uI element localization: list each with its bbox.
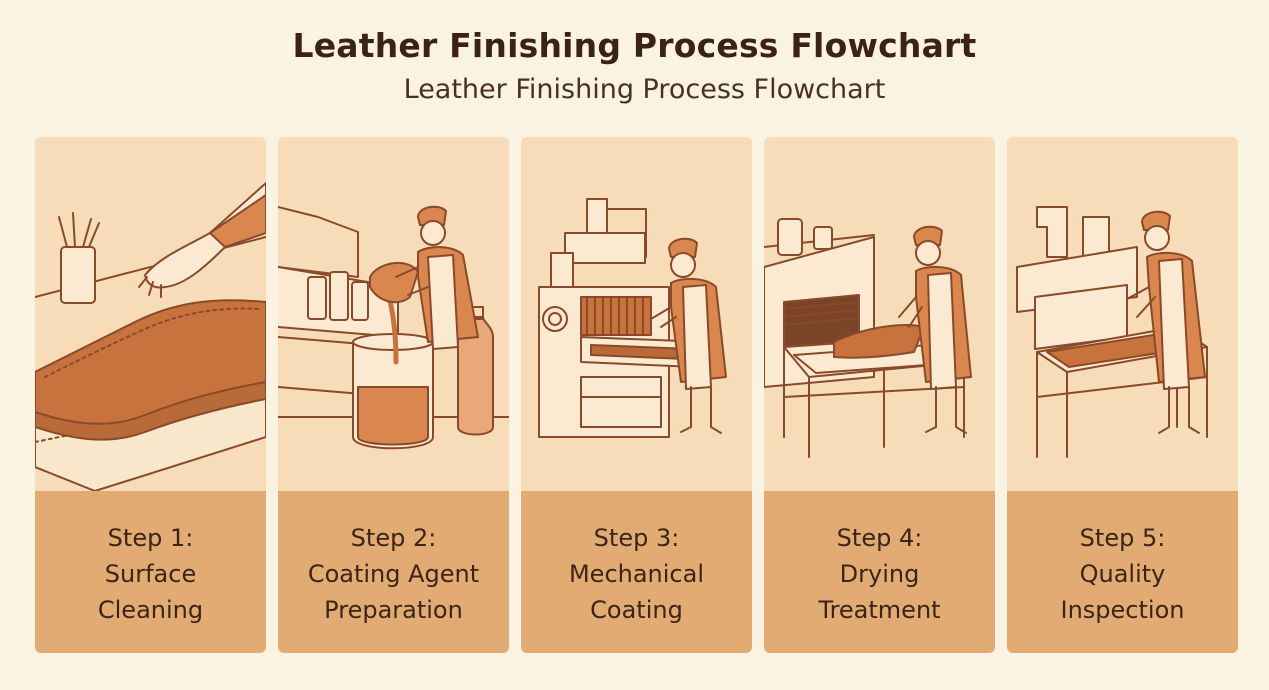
step-title-line: Drying [839,560,920,588]
step-card-5: Step 5: Quality Inspection [1007,137,1238,653]
step-title-line: Mechanical [568,560,705,588]
step-card-3: Step 3: Mechanical Coating [521,137,752,653]
step-title-line: Surface [104,560,197,588]
drying-oven-icon [764,137,995,491]
page-title: Leather Finishing Process Flowchart [292,26,977,65]
step-title-line: Inspection [1060,596,1185,624]
step-title-line: Coating Agent [307,560,480,588]
step-title-line: Coating [590,596,683,624]
coating-mixing-icon [278,137,509,491]
step-label-1: Step 1: Surface Cleaning [35,491,266,653]
leather-cleaning-icon [35,137,266,491]
step-number: Step 4: [836,524,923,552]
step-card-1: Step 1: Surface Cleaning [35,137,266,653]
step-number: Step 1: [107,524,194,552]
step-card-4: Step 4: Drying Treatment [764,137,995,653]
coating-machine-icon [521,137,752,491]
page-subtitle: Leather Finishing Process Flowchart [403,74,886,105]
step-card-2: Step 2: Coating Agent Preparation [278,137,509,653]
step-label-2: Step 2: Coating Agent Preparation [278,491,509,653]
step-label-3: Step 3: Mechanical Coating [521,491,752,653]
step-number: Step 2: [350,524,437,552]
step-title-line: Treatment [818,596,941,624]
inspection-table-icon [1007,137,1238,491]
step-title-line: Cleaning [97,596,204,624]
step-label-5: Step 5: Quality Inspection [1007,491,1238,653]
step-title-line: Preparation [324,596,463,624]
step-number: Step 5: [1079,524,1166,552]
step-title-line: Quality [1079,560,1166,588]
step-label-4: Step 4: Drying Treatment [764,491,995,653]
process-steps: Step 1: Surface Cleaning [35,137,1238,653]
step-number: Step 3: [593,524,680,552]
